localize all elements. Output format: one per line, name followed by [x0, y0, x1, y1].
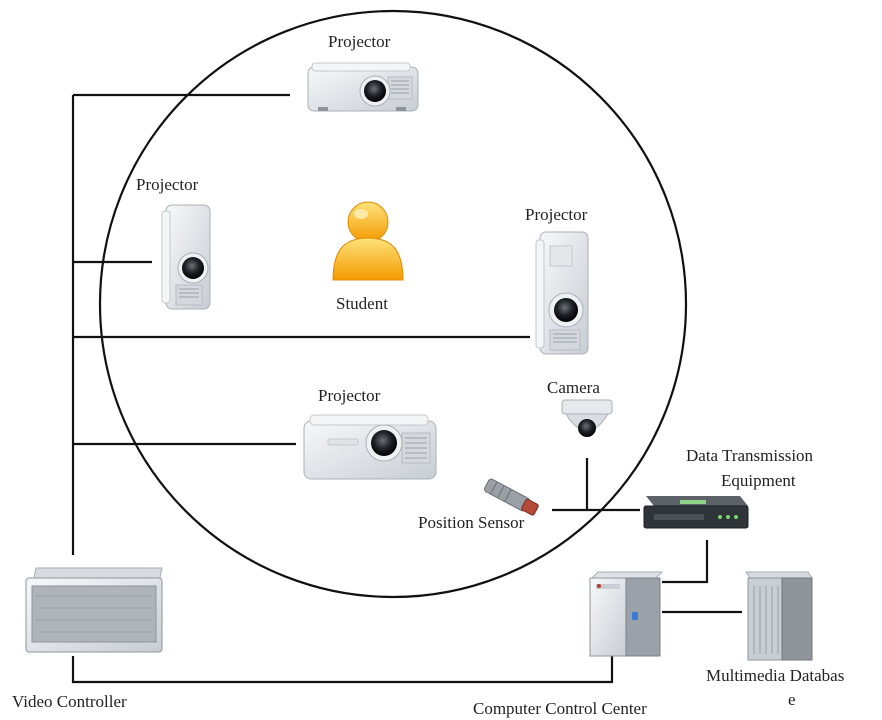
room-circle [98, 9, 688, 599]
connection-lines [71, 93, 742, 684]
position-sensor-icon [483, 478, 539, 516]
label-projector-left: Projector [136, 175, 199, 194]
label-computer-control-center: Computer Control Center [473, 699, 647, 718]
label-multimedia-database-line1: Multimedia Databas [706, 666, 844, 685]
label-data-transmission-line1: Data Transmission [686, 446, 814, 465]
projector-top-icon [307, 62, 419, 112]
computer-control-center-icon [589, 571, 664, 657]
label-data-transmission-line2: Equipment [721, 471, 796, 490]
label-multimedia-database-line2: e [788, 690, 796, 709]
multimedia-database-icon [745, 571, 813, 661]
label-projector-top: Projector [328, 32, 391, 51]
video-controller-icon [25, 567, 163, 653]
label-student: Student [336, 294, 388, 313]
student-icon [332, 201, 404, 281]
label-position-sensor: Position Sensor [418, 513, 525, 532]
label-camera: Camera [547, 378, 600, 397]
projector-bottom-icon [303, 414, 437, 480]
data-transmission-equipment-icon [643, 496, 749, 529]
label-video-controller: Video Controller [12, 692, 127, 711]
projector-left-icon [161, 204, 211, 310]
label-projector-bottom: Projector [318, 386, 381, 405]
camera-icon [561, 399, 613, 437]
line-controller-to-computer [71, 656, 614, 684]
line-dte-to-computer [662, 540, 709, 584]
projector-right-icon [535, 231, 589, 355]
label-projector-right: Projector [525, 205, 588, 224]
